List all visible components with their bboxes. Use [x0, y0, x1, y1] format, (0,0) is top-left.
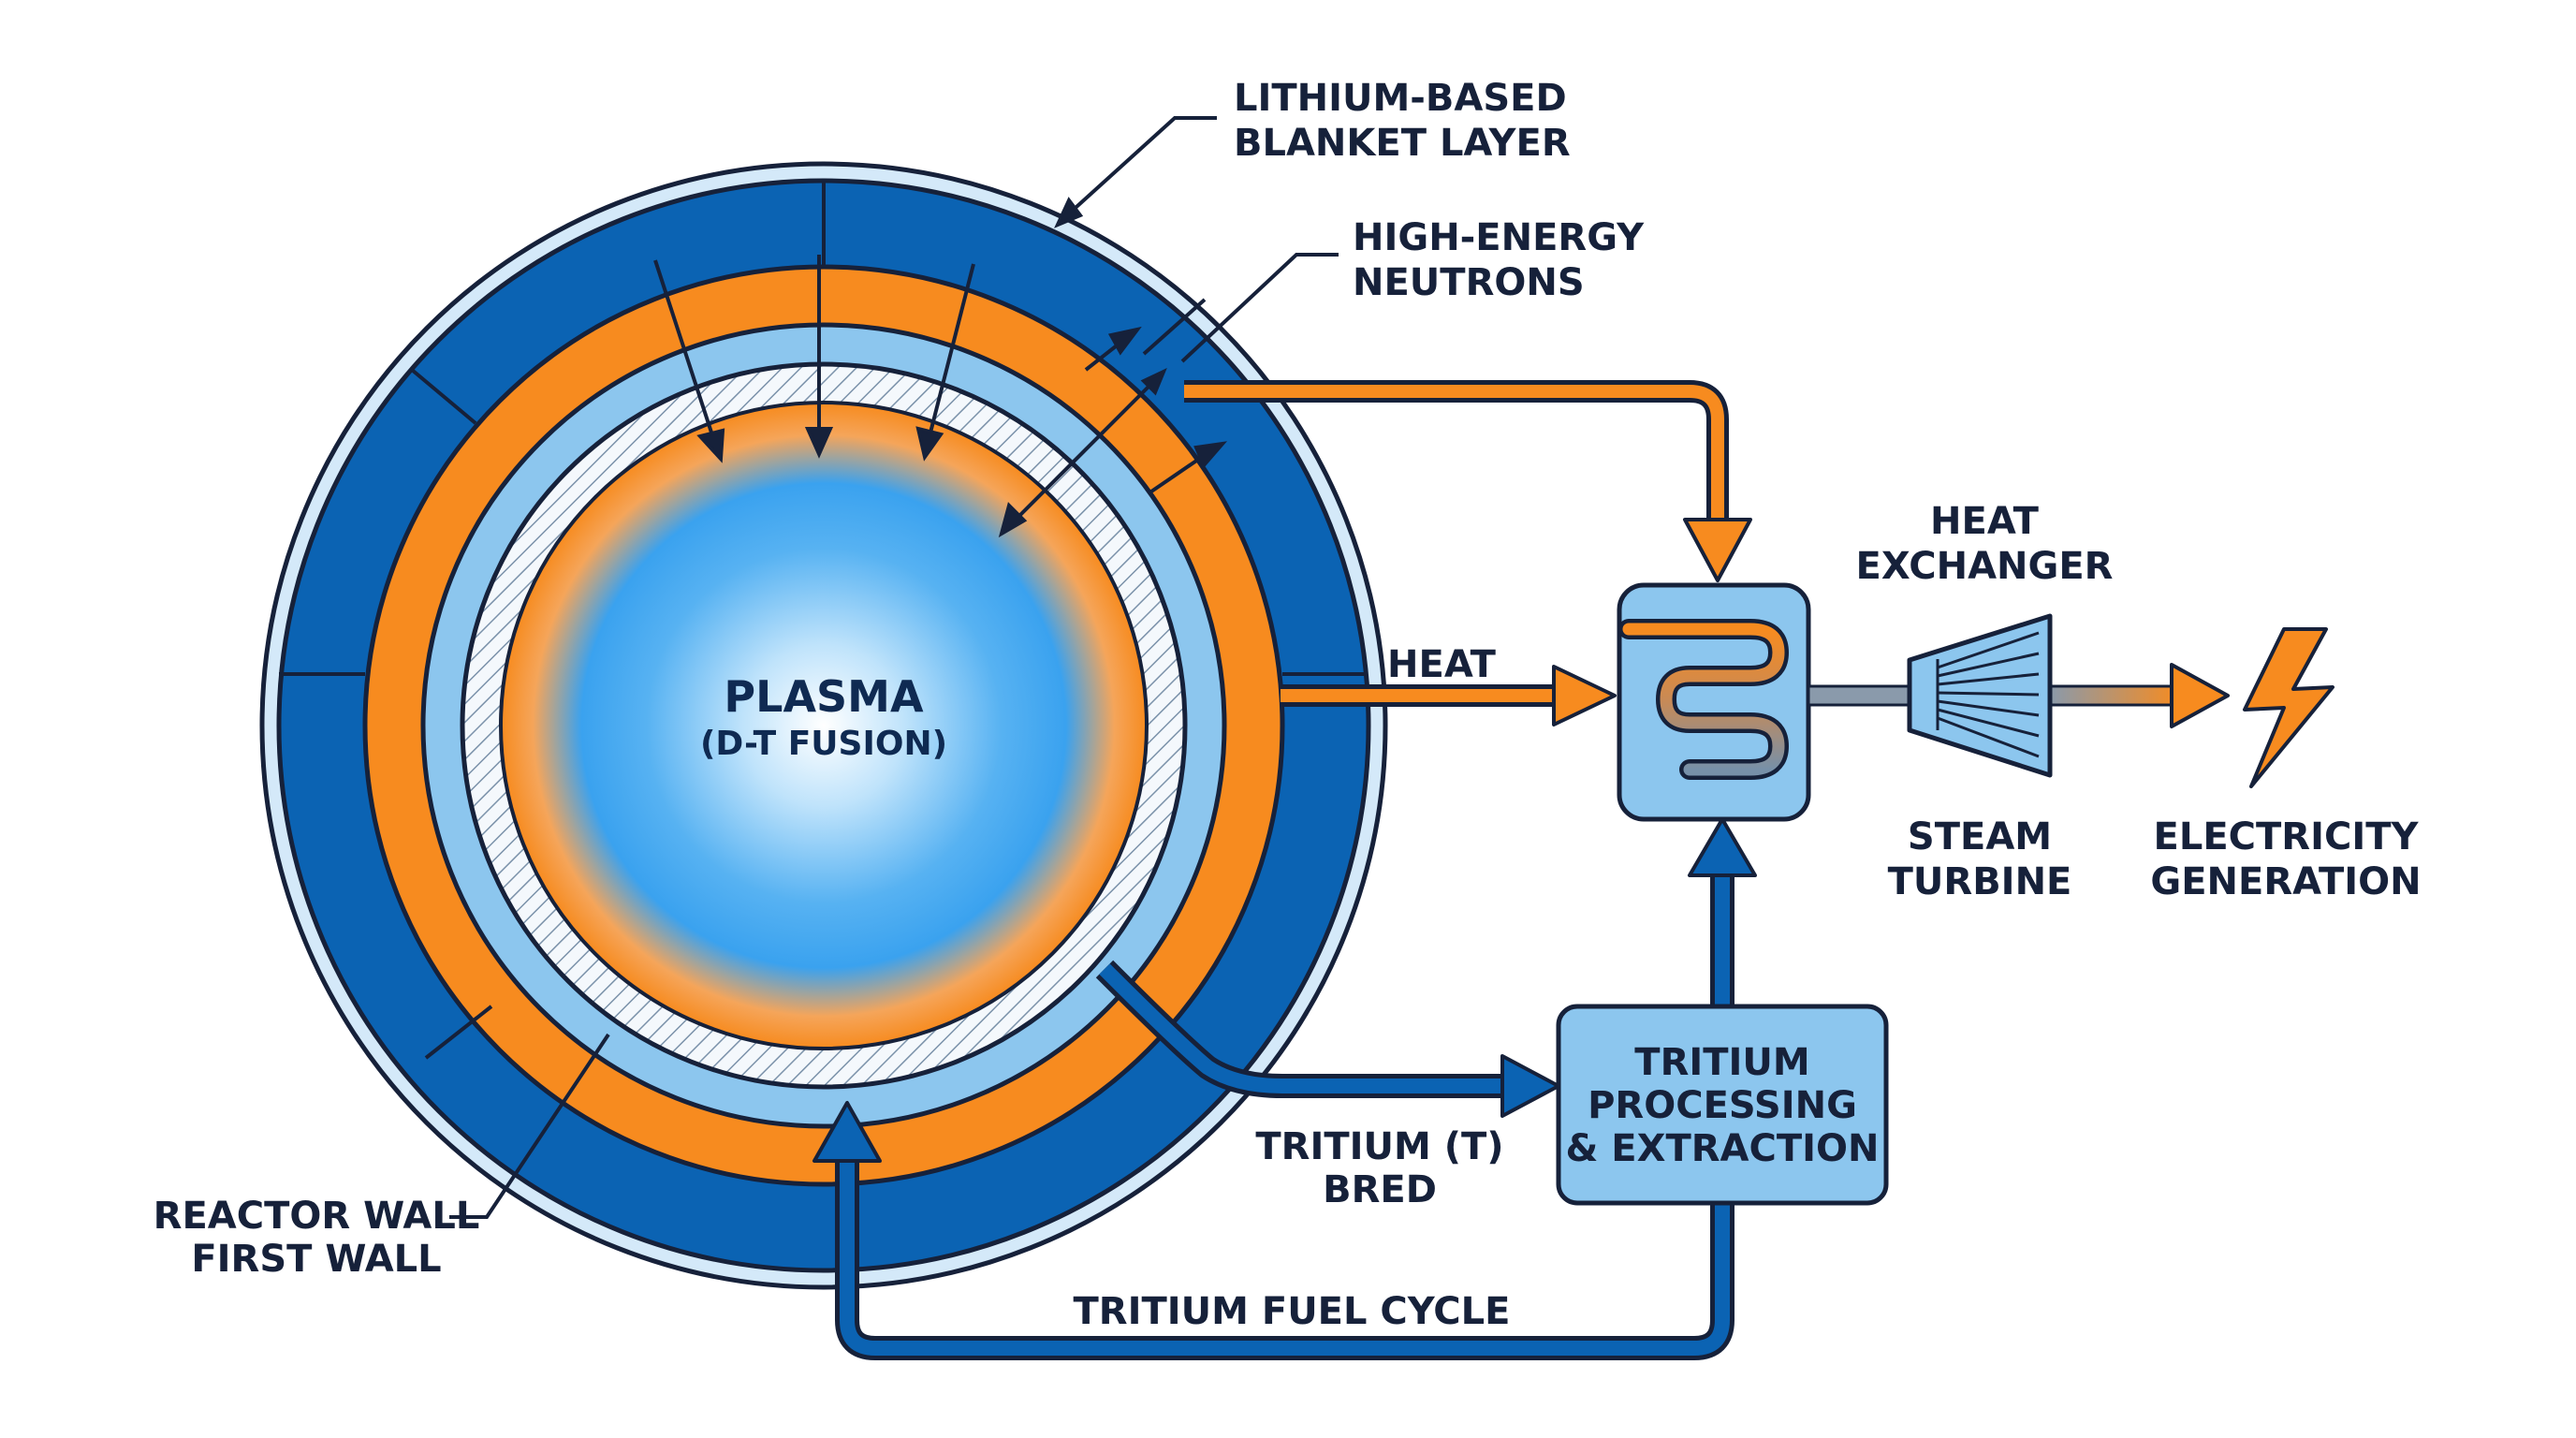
steam-turbine-label-line2: TURBINE — [1888, 860, 2072, 903]
tritium-processing-label-line3: & EXTRACTION — [1565, 1127, 1879, 1170]
leader-lines — [449, 116, 1339, 1219]
neutron-arrow-1 — [653, 259, 725, 463]
electricity-label-line1: ELECTRICITY — [2154, 815, 2420, 858]
neutrons-label-line2: NEUTRONS — [1353, 261, 1585, 304]
plasma-sublabel: (D-T FUSION) — [700, 725, 947, 763]
plasma-label: PLASMA — [724, 671, 924, 722]
reactor-wall-label-line1: REACTOR WALL — [154, 1195, 480, 1238]
lithium-label-line1: LITHIUM-BASED — [1234, 77, 1567, 120]
lithium-label-line2: BLANKET LAYER — [1234, 122, 1571, 165]
tritium-bred-label-line1: TRITIUM (T) — [1255, 1125, 1503, 1168]
tritium-processing-label-line2: PROCESSING — [1588, 1084, 1857, 1127]
heat-exchanger — [1617, 582, 1811, 822]
fuel-cycle-label: TRITIUM FUEL CYCLE — [1074, 1290, 1511, 1333]
neutrons-label-line1: HIGH-ENERGY — [1353, 216, 1645, 259]
plasma-core — [499, 401, 1149, 1050]
neutron-arrows — [653, 255, 1228, 538]
neutron-arrow-2 — [804, 255, 834, 459]
electricity-label-line2: GENERATION — [2150, 860, 2421, 903]
blanket-segment-dividers — [279, 181, 1368, 1060]
heat-label: HEAT — [1387, 643, 1497, 686]
tritium-bred-label-line2: BRED — [1323, 1168, 1437, 1211]
heat-exchanger-label-line2: EXCHANGER — [1856, 545, 2114, 588]
heat-exchanger-label-line1: HEAT — [1930, 500, 2040, 543]
tritium-processing-box — [1556, 1004, 1889, 1206]
reactor-rings — [259, 161, 1388, 1290]
steam-turbine-icon — [1907, 613, 2053, 778]
tritium-processing-label-line1: TRITIUM — [1634, 1041, 1809, 1084]
neutron-arrow-6 — [1149, 441, 1228, 493]
labels: LITHIUM-BASED BLANKET LAYER HIGH-ENERGY … — [154, 77, 2422, 1333]
neutron-arrow-3 — [915, 263, 975, 462]
steam-turbine-label-line1: STEAM — [1908, 815, 2052, 858]
reactor-wall-label-line2: FIRST WALL — [191, 1238, 441, 1281]
neutrons-leader — [1180, 253, 1339, 363]
lightning-bolt-icon — [2243, 627, 2334, 788]
turbine-shaft — [1807, 663, 2230, 728]
neutron-arrow-4 — [1084, 326, 1142, 372]
tritium-flows — [812, 817, 1757, 1360]
lithium-leader — [1065, 116, 1217, 217]
neutron-arrow-5 — [998, 367, 1167, 538]
reactor-wall-leader — [449, 1033, 610, 1219]
heat-flows — [1184, 380, 1752, 726]
